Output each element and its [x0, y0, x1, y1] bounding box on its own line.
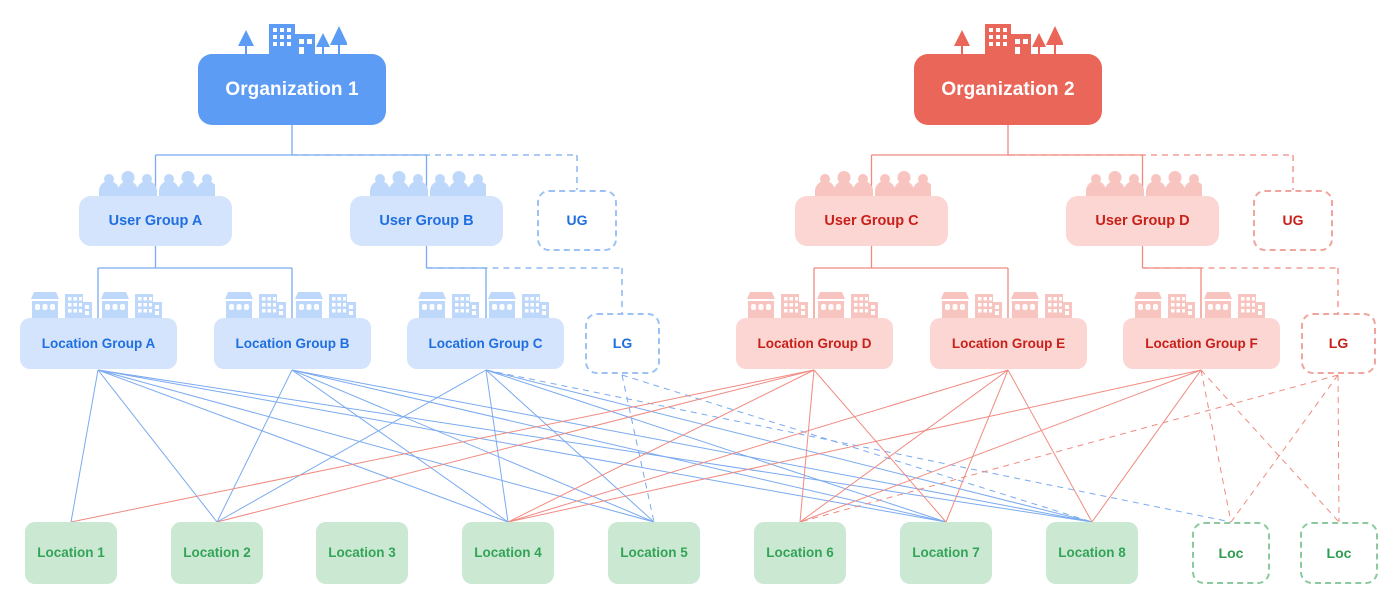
- location-link-line: [1200, 369, 1232, 523]
- location-link-line: [507, 369, 1009, 523]
- location-node-4-label: Location 4: [474, 545, 542, 561]
- location-link-line: [799, 374, 1339, 523]
- location-node-3-label: Location 3: [328, 545, 396, 561]
- organization-node-1[interactable]: Organization 1: [198, 54, 386, 125]
- location-node-7-label: Location 7: [912, 545, 980, 561]
- user-group-node-4[interactable]: User Group D: [1066, 196, 1219, 246]
- location-group-node-2[interactable]: Location Group B: [214, 318, 371, 369]
- location-node-1-label: Location 1: [37, 545, 105, 561]
- location-link-line: [97, 369, 655, 523]
- location-group-node-5-label: Location Group E: [951, 335, 1066, 351]
- location-link-line: [507, 369, 815, 523]
- location-link-line: [97, 369, 218, 523]
- location-link-line: [621, 374, 655, 523]
- location-link-line: [97, 369, 947, 523]
- location-node-2-label: Location 2: [183, 545, 251, 561]
- user-group-node-3-label: User Group C: [824, 212, 919, 229]
- location-node-4[interactable]: Location 4: [462, 522, 554, 584]
- location-link-line: [485, 369, 655, 523]
- location-link-line: [507, 369, 1202, 523]
- location-node-8[interactable]: Location 8: [1046, 522, 1138, 584]
- location-placeholder-2-label: Loc: [1326, 544, 1352, 561]
- location-link-line: [799, 369, 815, 523]
- location-link-line: [1007, 369, 1093, 523]
- location-link-line: [97, 369, 1093, 523]
- location-link-line: [216, 369, 487, 523]
- user-group-node-4-label: User Group D: [1095, 212, 1190, 229]
- location-node-5[interactable]: Location 5: [608, 522, 700, 584]
- location-link-line: [291, 369, 947, 523]
- location-link-line: [1230, 374, 1339, 523]
- organization-node-1-label: Organization 1: [225, 78, 359, 100]
- organization-node-2-label: Organization 2: [941, 78, 1075, 100]
- location-group-placeholder-2[interactable]: LG: [1301, 313, 1376, 374]
- user-group-placeholder-2-label: UG: [1282, 212, 1304, 229]
- location-link-line: [485, 369, 509, 523]
- location-node-6[interactable]: Location 6: [754, 522, 846, 584]
- location-link-line: [291, 369, 1093, 523]
- location-node-7[interactable]: Location 7: [900, 522, 992, 584]
- location-link-line: [1200, 369, 1340, 523]
- location-group-node-5[interactable]: Location Group E: [930, 318, 1087, 369]
- location-link-line: [485, 369, 947, 523]
- location-link-line: [799, 369, 1009, 523]
- location-node-5-label: Location 5: [620, 545, 688, 561]
- location-placeholder-1[interactable]: Loc: [1192, 522, 1270, 584]
- location-link-line: [799, 369, 1202, 523]
- user-group-placeholder-1[interactable]: UG: [537, 190, 617, 251]
- location-link-line: [97, 369, 509, 523]
- location-group-node-4-label: Location Group D: [757, 335, 872, 351]
- location-group-node-1-label: Location Group A: [41, 335, 156, 351]
- location-group-node-3-label: Location Group C: [428, 335, 543, 351]
- user-group-node-3[interactable]: User Group C: [795, 196, 948, 246]
- location-group-placeholder-1-label: LG: [612, 335, 633, 352]
- user-group-node-2[interactable]: User Group B: [350, 196, 503, 246]
- location-link-line: [291, 369, 655, 523]
- location-link-line: [70, 369, 815, 523]
- location-placeholder-2[interactable]: Loc: [1300, 522, 1378, 584]
- location-link-line: [485, 369, 1093, 523]
- location-node-8-label: Location 8: [1058, 545, 1126, 561]
- location-link-line: [621, 374, 1093, 523]
- location-group-node-1[interactable]: Location Group A: [20, 318, 177, 369]
- location-link-line: [216, 369, 293, 523]
- location-link-line: [216, 369, 815, 523]
- location-group-node-6-label: Location Group F: [1145, 335, 1258, 351]
- location-group-node-2-label: Location Group B: [235, 335, 350, 351]
- location-node-3[interactable]: Location 3: [316, 522, 408, 584]
- location-link-line: [813, 369, 947, 523]
- location-node-2[interactable]: Location 2: [171, 522, 263, 584]
- user-group-placeholder-2[interactable]: UG: [1253, 190, 1333, 251]
- user-group-node-1-label: User Group A: [108, 212, 203, 229]
- location-group-node-3[interactable]: Location Group C: [407, 318, 564, 369]
- user-group-node-2-label: User Group B: [379, 212, 474, 229]
- location-group-node-4[interactable]: Location Group D: [736, 318, 893, 369]
- user-group-node-1[interactable]: User Group A: [79, 196, 232, 246]
- location-link-line: [291, 369, 509, 523]
- location-placeholder-1-label: Loc: [1218, 544, 1244, 561]
- location-link-line: [1337, 374, 1340, 523]
- location-node-1[interactable]: Location 1: [25, 522, 117, 584]
- location-group-placeholder-2-label: LG: [1328, 335, 1349, 352]
- organization-node-2[interactable]: Organization 2: [914, 54, 1102, 125]
- location-node-6-label: Location 6: [766, 545, 834, 561]
- user-group-placeholder-1-label: UG: [566, 212, 588, 229]
- location-link-line: [70, 369, 99, 523]
- location-link-line: [945, 369, 1009, 523]
- location-link-line: [1091, 369, 1202, 523]
- location-group-node-6[interactable]: Location Group F: [1123, 318, 1280, 369]
- location-link-line: [485, 369, 1232, 523]
- location-group-placeholder-1[interactable]: LG: [585, 313, 660, 374]
